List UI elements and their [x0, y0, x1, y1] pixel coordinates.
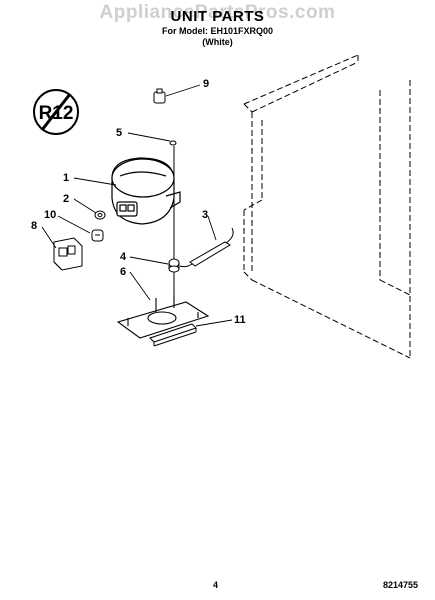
part-4-nut	[168, 258, 180, 273]
part-6-base-plate	[116, 295, 210, 339]
model-line: For Model: EH101FXRQ00	[161, 26, 274, 36]
part-10-overload	[91, 229, 104, 242]
callout-11: 11	[234, 314, 246, 326]
callout-5: 5	[116, 127, 123, 139]
page-title: UNIT PARTS	[170, 8, 265, 25]
r12-badge: R12	[33, 89, 79, 135]
page-number: 4	[213, 580, 219, 590]
part-5-clip	[169, 140, 177, 146]
leader-lines	[41, 84, 233, 327]
part-3-tube	[179, 227, 234, 268]
part-2-grommet	[94, 210, 106, 220]
callout-2: 2	[63, 193, 70, 205]
part-11-rail	[149, 323, 197, 347]
part-9-connector	[153, 88, 166, 104]
callout-3: 3	[202, 209, 209, 221]
document-number: 8214755	[383, 580, 419, 590]
callout-1: 1	[63, 172, 70, 184]
callout-8: 8	[31, 220, 38, 232]
callout-9: 9	[203, 78, 210, 90]
watermark: AppliancePartsPros.com	[99, 2, 336, 23]
r12-badge-text: R12	[39, 103, 74, 124]
part-8-relay	[53, 237, 83, 271]
callout-10: 10	[44, 209, 57, 221]
cabinet-outline	[243, 54, 411, 359]
callout-6: 6	[120, 266, 127, 278]
variant-line: (White)	[202, 37, 233, 47]
callout-4: 4	[120, 251, 127, 263]
part-1-compressor	[111, 157, 181, 225]
